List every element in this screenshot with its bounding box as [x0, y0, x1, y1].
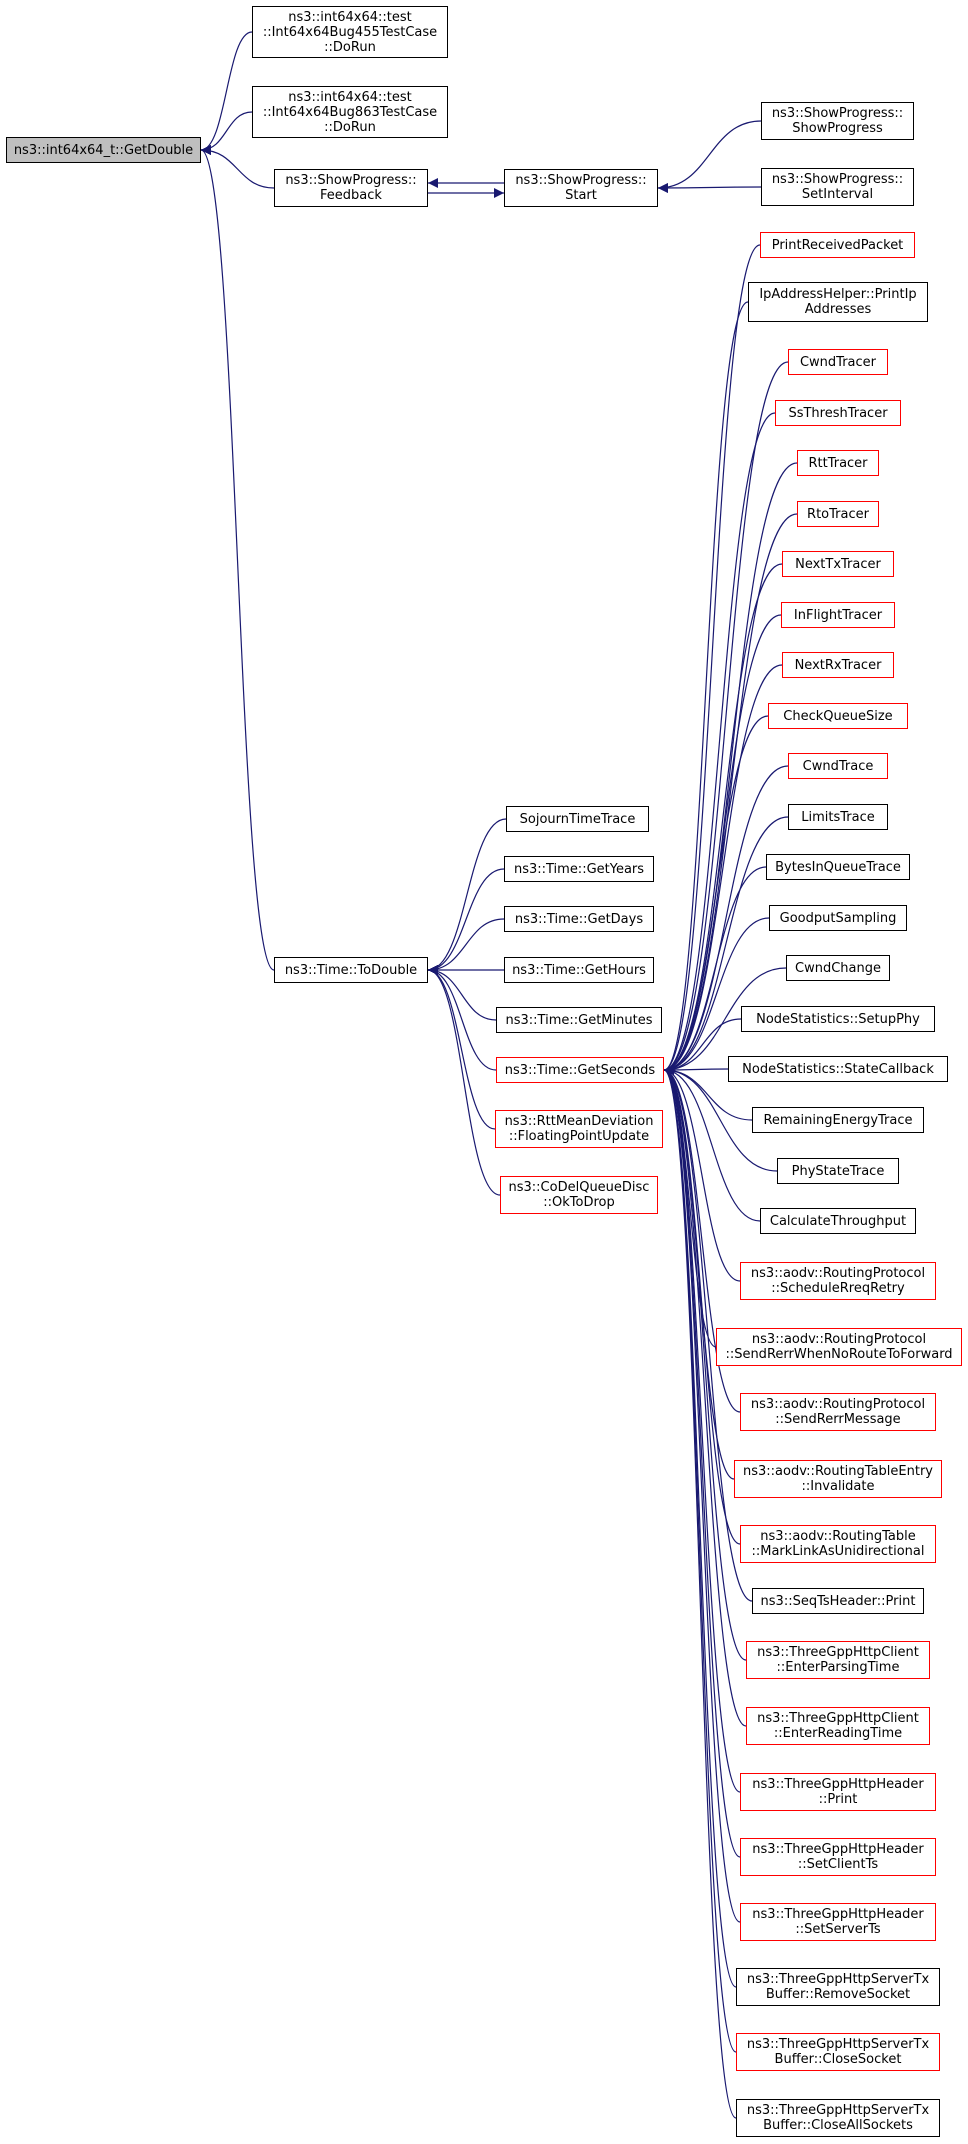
node-showprogress-start[interactable]: ns3::ShowProgress:: Start — [504, 169, 658, 207]
node-threegpphttpclient-enterreadingtime[interactable]: ns3::ThreeGppHttpClient ::EnterReadingTi… — [746, 1707, 930, 1745]
edge-bug455-to-getdouble — [200, 31, 253, 155]
node-aodv-routingprotocol-schedulerreqretry[interactable]: ns3::aodv::RoutingProtocol ::ScheduleRre… — [740, 1262, 936, 1300]
edge-httpheaderprint-to-getseconds — [663, 1065, 741, 1793]
edge-httpremovesocket-to-getseconds — [663, 1065, 737, 1988]
node-time-getdays[interactable]: ns3::Time::GetDays — [504, 906, 654, 932]
edge-printreceived-to-getseconds — [663, 244, 761, 1075]
edge-codel-to-todouble — [427, 965, 501, 1196]
node-codelqueuedisc-oktodrop[interactable]: ns3::CoDelQueueDisc ::OkToDrop — [500, 1176, 658, 1214]
edge-httpcloseall-to-getseconds — [663, 1065, 737, 2119]
node-seqtsheader-print[interactable]: ns3::SeqTsHeader::Print — [752, 1588, 924, 1614]
node-showprogress-feedback[interactable]: ns3::ShowProgress:: Feedback — [274, 169, 428, 207]
edge-nextrx-to-getseconds — [663, 664, 783, 1075]
edge-calcthroughput-to-getseconds — [663, 1065, 761, 1222]
node-nexttxtracer[interactable]: NextTxTracer — [782, 551, 894, 577]
node-aodv-routingtableentry-invalidate[interactable]: ns3::aodv::RoutingTableEntry ::Invalidat… — [734, 1460, 942, 1498]
node-threegpphttpservertxbuffer-closeallsockets[interactable]: ns3::ThreeGppHttpServerTx Buffer::CloseA… — [736, 2099, 940, 2137]
node-threegpphttpheader-setserverts[interactable]: ns3::ThreeGppHttpHeader ::SetServerTs — [740, 1903, 936, 1941]
edge-inflight-to-getseconds — [663, 614, 782, 1075]
edge-bytesinqueue-to-getseconds — [663, 866, 767, 1075]
edge-aodvrreq-to-getseconds — [663, 1065, 741, 1282]
edge-todouble-to-getdouble — [200, 145, 275, 971]
node-showprogress-showprogress[interactable]: ns3::ShowProgress:: ShowProgress — [761, 102, 914, 140]
node-int64x64bug455-dorun[interactable]: ns3::int64x64::test ::Int64x64Bug455Test… — [252, 6, 448, 58]
edge-ssthresh-to-getseconds — [663, 412, 776, 1075]
edge-aodvsendrerr-to-getseconds — [663, 1065, 741, 1413]
edge-phystate-to-getseconds — [663, 1065, 778, 1172]
node-cwndtrace[interactable]: CwndTrace — [788, 753, 888, 779]
edge-cwndchange-to-getseconds — [663, 967, 787, 1075]
node-time-getseconds[interactable]: ns3::Time::GetSeconds — [496, 1057, 664, 1083]
edge-httpparsing-to-getseconds — [663, 1065, 747, 1661]
node-nodestatistics-setupphy[interactable]: NodeStatistics::SetupPhy — [741, 1006, 935, 1032]
node-inflighttracer[interactable]: InFlightTracer — [781, 602, 895, 628]
node-ipaddresshelper-printipaddresses[interactable]: IpAddressHelper::PrintIp Addresses — [748, 282, 928, 322]
node-int64x64bug863-dorun[interactable]: ns3::int64x64::test ::Int64x64Bug863Test… — [252, 86, 448, 138]
node-ssthreshtracer[interactable]: SsThreshTracer — [775, 400, 901, 426]
node-goodputsampling[interactable]: GoodputSampling — [769, 905, 907, 931]
edge-ipaddress-to-getseconds — [663, 301, 749, 1075]
node-cwndchange[interactable]: CwndChange — [786, 955, 890, 981]
edge-setinterval-to-start — [657, 182, 762, 193]
edge-getyears-to-todouble — [427, 868, 505, 975]
node-aodv-routingprotocol-sendrerrmessage[interactable]: ns3::aodv::RoutingProtocol ::SendRerrMes… — [740, 1393, 936, 1431]
node-time-getminutes[interactable]: ns3::Time::GetMinutes — [496, 1007, 662, 1033]
edge-rtotracer-to-getseconds — [663, 513, 798, 1075]
edge-httpreading-to-getseconds — [663, 1065, 747, 1727]
edge-aodvsendrerrnoroute-to-getseconds — [663, 1065, 717, 1348]
node-phystatetrace[interactable]: PhyStateTrace — [777, 1158, 899, 1184]
node-threegpphttpheader-print[interactable]: ns3::ThreeGppHttpHeader ::Print — [740, 1773, 936, 1811]
node-time-gethours[interactable]: ns3::Time::GetHours — [504, 957, 654, 983]
edge-httpsetclient-to-getseconds — [663, 1065, 741, 1858]
node-nextrxtracer[interactable]: NextRxTracer — [782, 652, 894, 678]
edge-seqts-to-getseconds — [663, 1065, 753, 1602]
node-rtotracer[interactable]: RtoTracer — [797, 501, 879, 527]
edge-rtttracer-to-getseconds — [663, 462, 798, 1075]
node-time-getyears[interactable]: ns3::Time::GetYears — [504, 856, 654, 882]
node-threegpphttpservertxbuffer-removesocket[interactable]: ns3::ThreeGppHttpServerTx Buffer::Remove… — [736, 1968, 940, 2006]
edge-bug863-to-getdouble — [200, 111, 253, 155]
node-showprogress-setinterval[interactable]: ns3::ShowProgress:: SetInterval — [761, 168, 914, 206]
node-rtttracer[interactable]: RttTracer — [797, 450, 879, 476]
edge-goodput-to-getseconds — [663, 917, 770, 1075]
node-time-todouble[interactable]: ns3::Time::ToDouble — [274, 957, 428, 983]
edge-nexttx-to-getseconds — [663, 563, 783, 1075]
node-bytesinqueuetrace[interactable]: BytesInQueueTrace — [766, 854, 910, 880]
edge-showprogress-to-start — [657, 120, 762, 193]
node-threegpphttpservertxbuffer-closesocket[interactable]: ns3::ThreeGppHttpServerTx Buffer::CloseS… — [736, 2033, 940, 2071]
node-rttmeandeviation-floatingpointupdate[interactable]: ns3::RttMeanDeviation ::FloatingPointUpd… — [495, 1110, 663, 1148]
node-nodestatistics-statecallback[interactable]: NodeStatistics::StateCallback — [728, 1056, 948, 1082]
edge-getdays-to-todouble — [427, 918, 505, 975]
edge-getseconds-to-todouble — [427, 965, 497, 1071]
node-sojourntimetrace[interactable]: SojournTimeTrace — [506, 806, 649, 832]
node-limitstrace[interactable]: LimitsTrace — [788, 804, 888, 830]
node-checkqueuesize[interactable]: CheckQueueSize — [768, 703, 908, 729]
edge-cwndtracer-to-getseconds — [663, 361, 789, 1075]
node-printreceivedpacket[interactable]: PrintReceivedPacket — [760, 232, 915, 258]
edge-setupphy-to-getseconds — [663, 1018, 742, 1075]
edge-limits-to-getseconds — [663, 816, 789, 1075]
edge-rttmean-to-todouble — [427, 965, 496, 1130]
edge-feedback-to-getdouble — [200, 145, 275, 189]
node-remainingenergytrace[interactable]: RemainingEnergyTrace — [752, 1107, 924, 1133]
node-threegpphttpclient-enterparsingtime[interactable]: ns3::ThreeGppHttpClient ::EnterParsingTi… — [746, 1641, 930, 1679]
edge-checkqueue-to-getseconds — [663, 715, 769, 1075]
node-threegpphttpheader-setclientts[interactable]: ns3::ThreeGppHttpHeader ::SetClientTs — [740, 1838, 936, 1876]
node-int64x64-getdouble: ns3::int64x64_t::GetDouble — [6, 137, 201, 163]
node-cwndtracer[interactable]: CwndTracer — [788, 349, 888, 375]
node-aodv-routingprotocol-sendrerrwhennoroutetoforward[interactable]: ns3::aodv::RoutingProtocol ::SendRerrWhe… — [716, 1328, 962, 1366]
node-aodv-routingtable-marklinkasunidirectional[interactable]: ns3::aodv::RoutingTable ::MarkLinkAsUnid… — [740, 1525, 936, 1563]
node-calculatethroughput[interactable]: CalculateThroughput — [760, 1208, 916, 1234]
edge-httpclosesocket-to-getseconds — [663, 1065, 737, 2053]
edge-httpsetserver-to-getseconds — [663, 1065, 741, 1923]
edge-sojourn-to-todouble — [427, 818, 507, 975]
